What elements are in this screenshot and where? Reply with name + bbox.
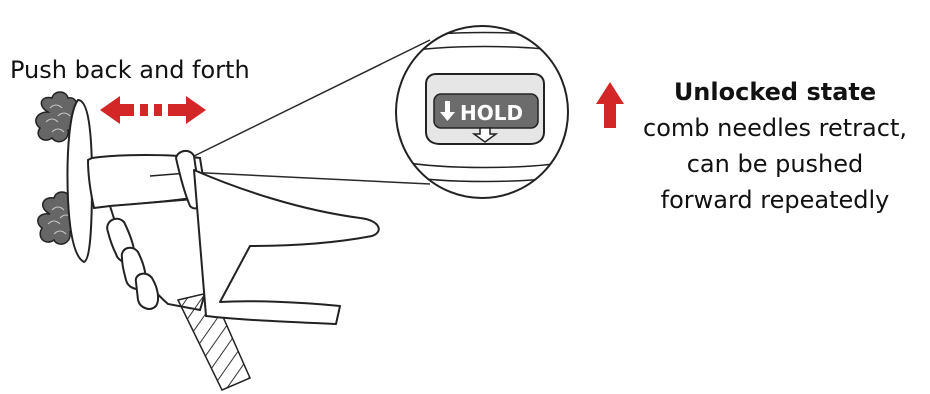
threaded-shaft bbox=[176, 291, 251, 391]
magnifier-connector-lines bbox=[185, 39, 431, 185]
hold-button: HOLD bbox=[425, 73, 545, 145]
hold-button-label: HOLD bbox=[460, 101, 523, 125]
push-arrow-icon bbox=[100, 96, 206, 124]
state-line: comb needles retract, bbox=[643, 114, 907, 142]
down-arrow-icon bbox=[440, 101, 455, 121]
hand bbox=[106, 150, 380, 325]
base-plate bbox=[66, 98, 94, 264]
magnifier: HOLD bbox=[395, 25, 569, 199]
up-arrow-icon bbox=[596, 82, 624, 128]
state-line: forward repeatedly bbox=[660, 186, 890, 214]
state-title: Unlocked state bbox=[673, 78, 877, 106]
state-description: Unlocked state comb needles retract, can… bbox=[630, 74, 920, 218]
state-line: can be pushed bbox=[686, 150, 864, 178]
outline-down-arrow-icon bbox=[471, 127, 499, 143]
push-instruction-label: Push back and forth bbox=[10, 56, 250, 84]
